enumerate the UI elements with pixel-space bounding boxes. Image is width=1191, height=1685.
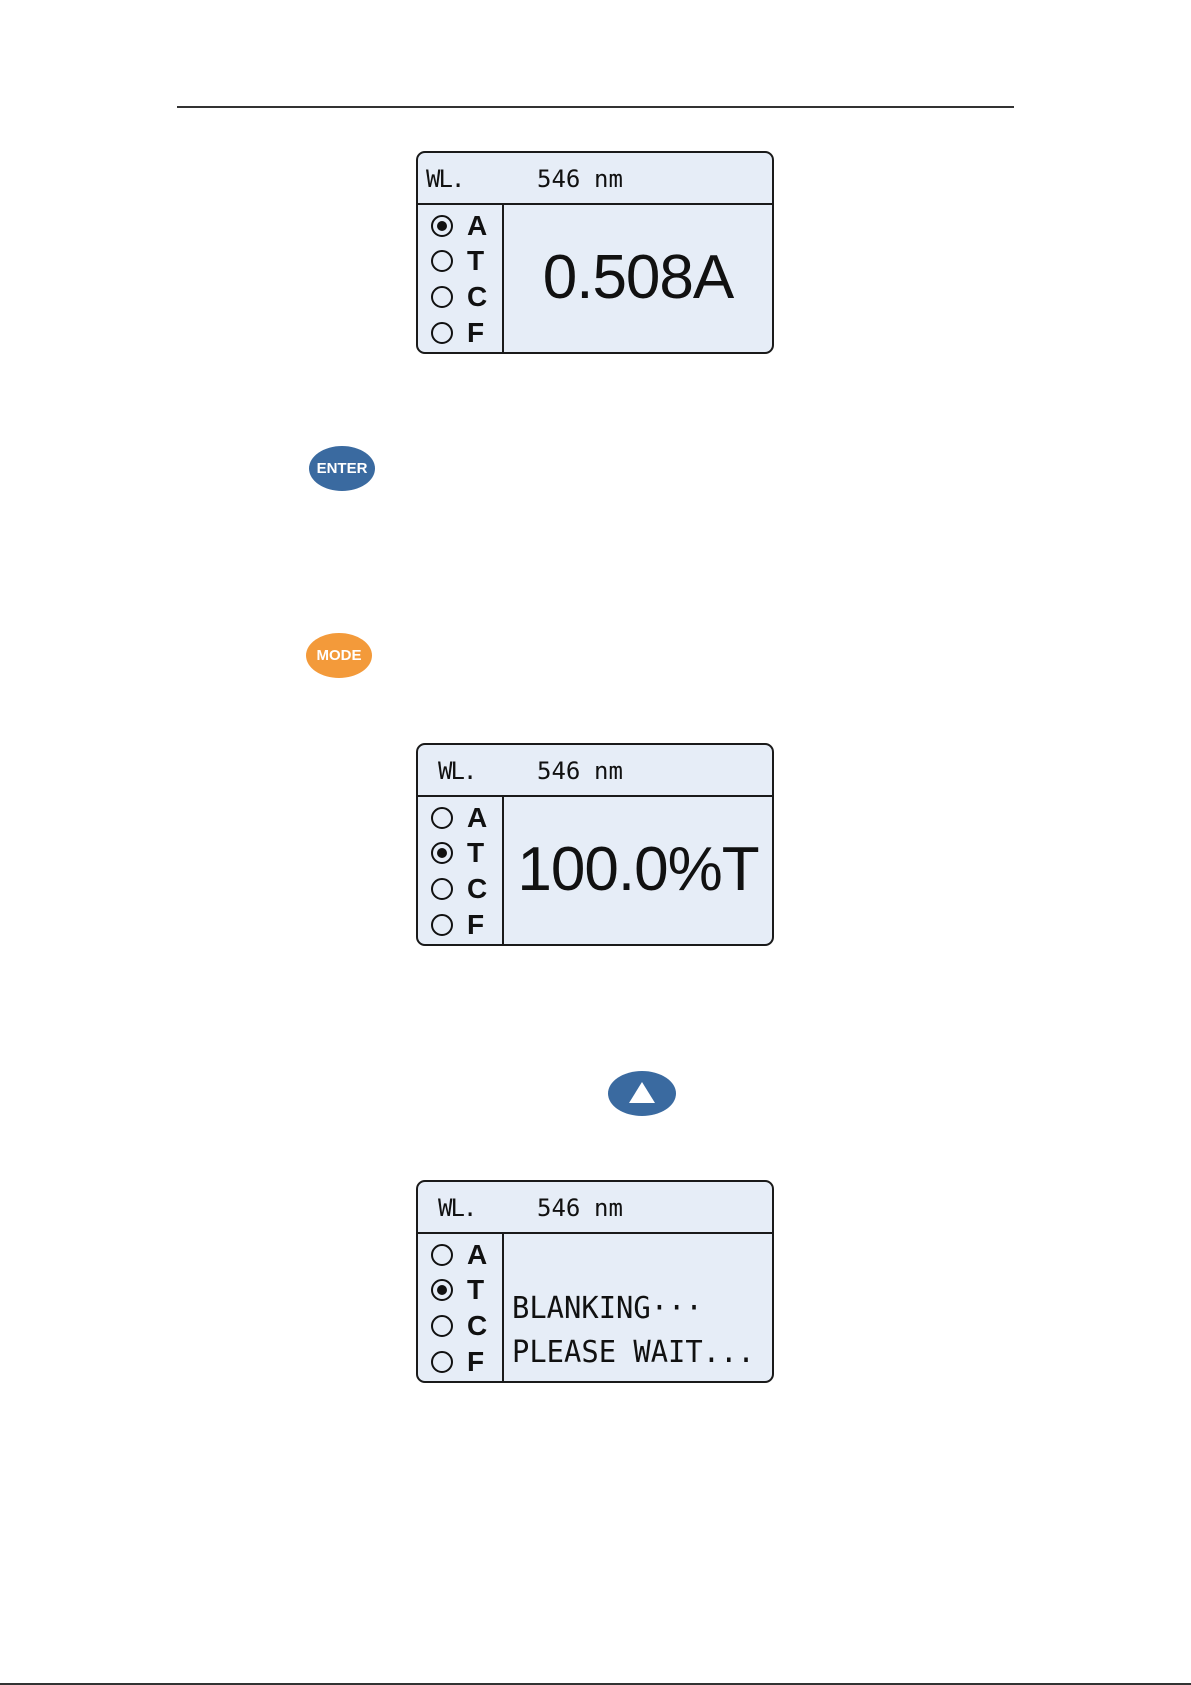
mode-option-c: C <box>431 1311 501 1341</box>
status-message: BLANKING··· PLEASE WAIT... <box>512 1287 762 1375</box>
radio-icon <box>431 1351 453 1373</box>
wavelength-value: 546 <box>537 757 580 785</box>
lcd-header: WL. 546 nm <box>418 745 772 797</box>
mode-option-f: F <box>431 318 501 348</box>
wavelength-unit: nm <box>594 165 623 193</box>
mode-key-label: MODE <box>317 647 362 664</box>
mode-option-t: T <box>431 246 501 276</box>
mode-letter: T <box>467 837 484 869</box>
mode-letter: T <box>467 245 484 277</box>
mode-letter: A <box>467 210 487 242</box>
wavelength-value: 546 <box>537 1194 580 1222</box>
mode-letter: A <box>467 802 487 834</box>
mode-option-a: A <box>431 1240 501 1270</box>
mode-letter: F <box>467 317 484 349</box>
radio-icon <box>431 842 453 864</box>
radio-icon <box>431 286 453 308</box>
up-triangle-icon <box>629 1082 655 1103</box>
wavelength-label: WL. <box>438 1194 475 1222</box>
radio-icon <box>431 1315 453 1337</box>
header-rule <box>177 106 1014 108</box>
mode-letter: C <box>467 281 487 313</box>
wavelength-label: WL. <box>438 757 475 785</box>
mode-option-a: A <box>431 803 501 833</box>
wavelength-unit: nm <box>594 757 623 785</box>
wavelength-value: 546 <box>537 165 580 193</box>
lcd-display-transmittance: WL. 546 nm A T C F 100.0%T <box>416 743 774 946</box>
measurement-reading: 0.508A <box>504 203 772 352</box>
wavelength-unit: nm <box>594 1194 623 1222</box>
lcd-display-absorbance: WL. 546 nm A T C F 0.508A <box>416 151 774 354</box>
mode-option-f: F <box>431 910 501 940</box>
mode-selector: A T C F <box>418 203 504 352</box>
status-line-1: BLANKING··· <box>512 1287 762 1331</box>
wavelength-label: WL. <box>426 165 463 193</box>
lcd-display-blanking: WL. 546 nm A T C F BLANKING··· PLEASE WA… <box>416 1180 774 1383</box>
enter-key-label: ENTER <box>317 460 368 477</box>
up-arrow-key-icon <box>608 1071 676 1116</box>
radio-icon <box>431 914 453 936</box>
mode-letter: A <box>467 1239 487 1271</box>
radio-icon <box>431 807 453 829</box>
radio-icon <box>431 1279 453 1301</box>
mode-selector: A T C F <box>418 795 504 944</box>
radio-icon <box>431 215 453 237</box>
enter-key-icon: ENTER <box>309 446 375 491</box>
mode-letter: T <box>467 1274 484 1306</box>
mode-option-t: T <box>431 1275 501 1305</box>
mode-option-t: T <box>431 838 501 868</box>
radio-icon <box>431 322 453 344</box>
radio-icon <box>431 878 453 900</box>
mode-letter: C <box>467 1310 487 1342</box>
mode-option-c: C <box>431 282 501 312</box>
mode-letter: F <box>467 909 484 941</box>
lcd-header: WL. 546 nm <box>418 153 772 205</box>
status-line-2: PLEASE WAIT... <box>512 1331 762 1375</box>
mode-letter: F <box>467 1346 484 1378</box>
radio-icon <box>431 1244 453 1266</box>
mode-option-f: F <box>431 1347 501 1377</box>
lcd-header: WL. 546 nm <box>418 1182 772 1234</box>
measurement-reading: 100.0%T <box>504 795 772 944</box>
radio-icon <box>431 250 453 272</box>
mode-key-icon: MODE <box>306 633 372 678</box>
mode-letter: C <box>467 873 487 905</box>
mode-selector: A T C F <box>418 1232 504 1381</box>
mode-option-a: A <box>431 211 501 241</box>
mode-option-c: C <box>431 874 501 904</box>
